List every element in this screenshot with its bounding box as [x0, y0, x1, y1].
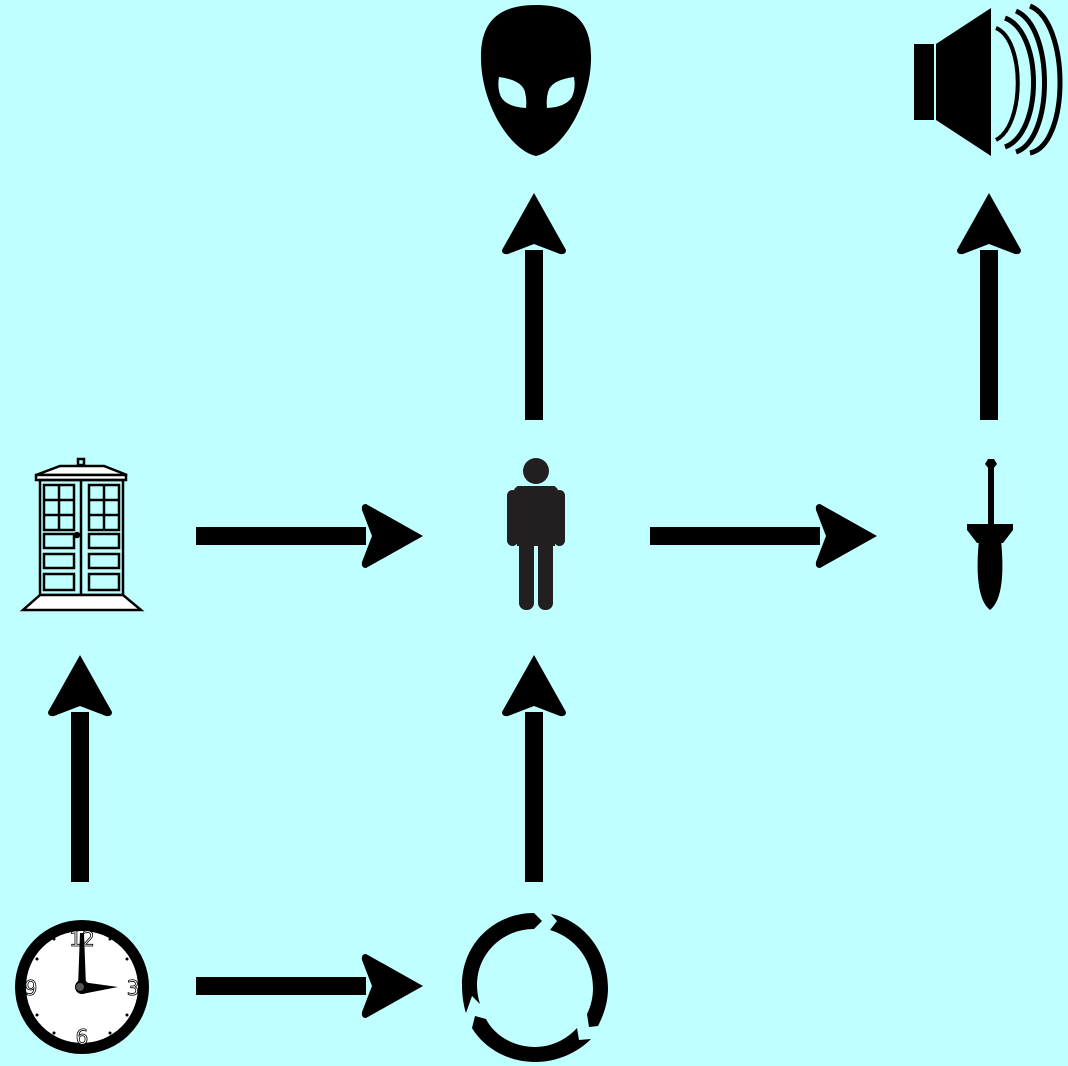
police-box-icon [19, 457, 145, 612]
clock-numeral-9: 9 [25, 976, 38, 1000]
arrow-person-to-alien [502, 193, 566, 420]
arrow-tardis-to-person [196, 504, 423, 568]
clock-icon: 12 3 6 9 [15, 920, 149, 1054]
arrow-clock-to-tardis [48, 655, 112, 882]
sonic-screwdriver-icon [967, 459, 1013, 610]
arrow-clock-to-cycle [196, 954, 423, 1018]
clock-hour-ticks [35, 937, 129, 1035]
regeneration-cycle-icon [462, 913, 608, 1062]
alien-head-icon [480, 5, 592, 156]
person-icon [507, 458, 565, 610]
arrow-person-to-screwdriver [650, 504, 877, 568]
clock-hour-hand [82, 982, 118, 994]
arrow-screwdriver-to-speaker [957, 193, 1021, 420]
clock-minute-hand [78, 933, 86, 987]
clock-numeral-6: 6 [76, 1025, 89, 1049]
clock-numeral-3: 3 [127, 976, 140, 1000]
speaker-sound-icon [914, 3, 1063, 156]
arrow-cycle-to-person [502, 655, 566, 882]
